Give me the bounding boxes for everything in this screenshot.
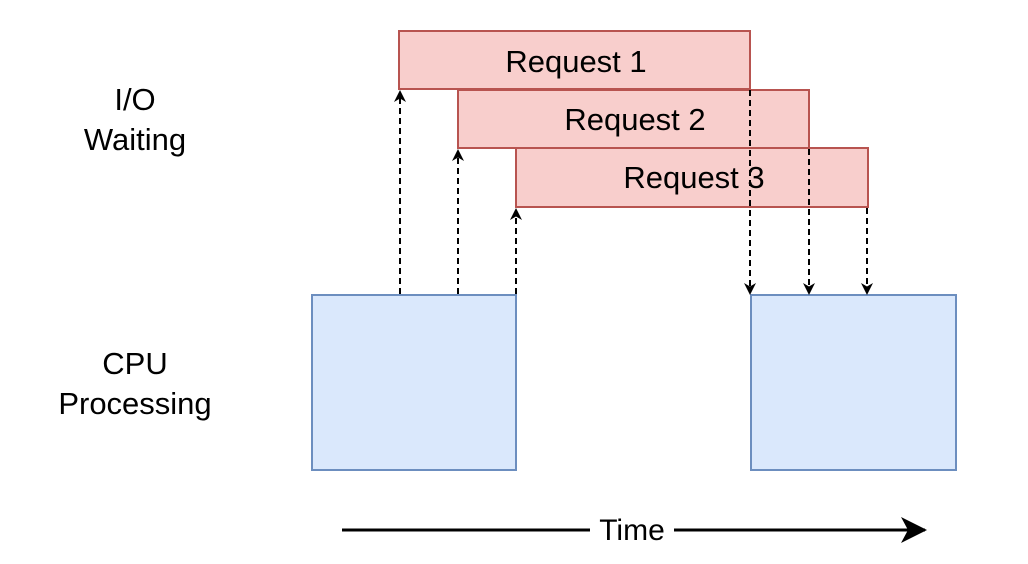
request-1-label: Request 1 (505, 44, 647, 79)
cpu-label-line2: Processing (58, 386, 212, 421)
cpu-processing-row-label: CPU Processing (40, 344, 230, 424)
io-label-line1: I/O (114, 82, 156, 117)
request-block-3 (515, 147, 869, 208)
cpu-label-line1: CPU (102, 346, 168, 381)
io-label-line2: Waiting (83, 122, 187, 157)
request-3-label: Request 3 (623, 160, 765, 195)
cpu-block-1 (311, 294, 517, 471)
cpu-block-2 (750, 294, 957, 471)
request-2-label: Request 2 (564, 102, 706, 137)
io-waiting-row-label: I/O Waiting (40, 80, 230, 160)
time-axis-label: Time (590, 512, 674, 550)
